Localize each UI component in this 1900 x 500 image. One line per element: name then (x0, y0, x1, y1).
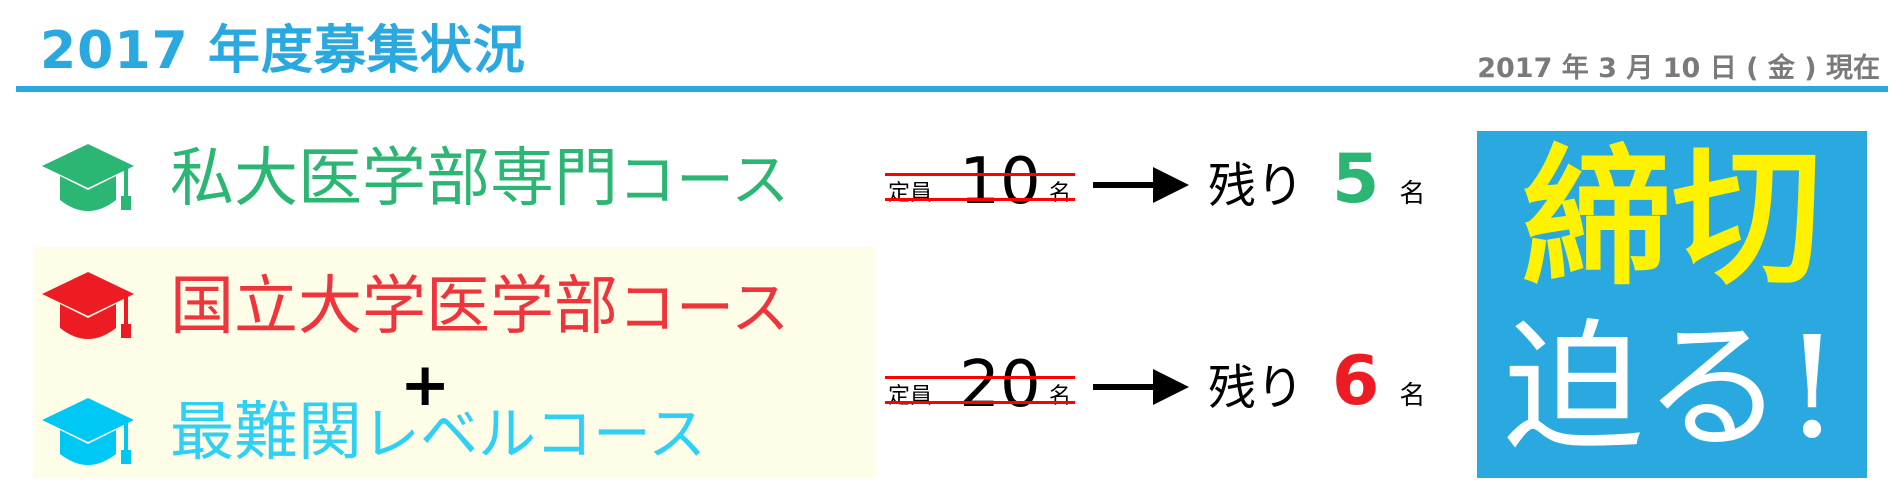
strikethrough-line (885, 401, 1075, 404)
course-name: 私大医学部専門 (170, 142, 618, 216)
quota-label: 定員 (888, 384, 933, 409)
quota-unit: 名 (1048, 181, 1071, 206)
remaining-2: 残り 6 名 (1208, 342, 1425, 421)
arrow-right-icon (1093, 369, 1189, 405)
remaining-count: 6 (1332, 342, 1380, 421)
remaining-unit: 名 (1399, 179, 1426, 209)
graduation-cap-icon (42, 272, 134, 339)
remaining-unit: 名 (1399, 381, 1426, 411)
course-national-medical: 国立大学医学部コース (40, 270, 789, 344)
remaining-1: 残り 5 名 (1208, 140, 1425, 219)
quota-unit: 名 (1048, 384, 1071, 409)
graduation-cap-icon (42, 398, 134, 465)
strikethrough-line (885, 198, 1075, 201)
header-divider (16, 86, 1888, 92)
quota-original-1: 定員 10 名 (885, 145, 1075, 219)
strikethrough-line (885, 173, 1075, 176)
combined-course-highlight (33, 247, 875, 478)
arrow-right-icon (1093, 167, 1189, 203)
page-title: 2017 年度募集状況 (40, 21, 526, 81)
course-suffix: コース (618, 146, 790, 214)
quota-capacity: 20 (959, 348, 1041, 422)
deadline-line2: 迫る! (1503, 307, 1841, 470)
course-name: 最難関 (170, 396, 362, 470)
quota-label: 定員 (888, 181, 933, 206)
as-of-date: 2017 年 3 月 10 日 ( 金 ) 現在 (1477, 53, 1880, 84)
remaining-count: 5 (1332, 140, 1380, 219)
graduation-cap-icon (42, 144, 134, 211)
deadline-banner: 締切 迫る! (1477, 131, 1867, 478)
strikethrough-line (885, 376, 1075, 379)
plus-sign: + (400, 350, 451, 420)
quota-original-2: 定員 20 名 (885, 348, 1075, 422)
course-suffix: コース (618, 274, 790, 342)
course-top-level: 最難関レベルコース (40, 396, 706, 470)
course-private-medical: 私大医学部専門コース (40, 142, 789, 216)
remaining-label: 残り (1208, 158, 1305, 214)
deadline-line1: 締切 (1521, 130, 1822, 306)
remaining-label: 残り (1208, 360, 1305, 416)
quota-capacity: 10 (959, 145, 1041, 219)
course-suffix: レベルコース (362, 400, 706, 468)
course-name: 国立大学医学部 (170, 270, 618, 344)
